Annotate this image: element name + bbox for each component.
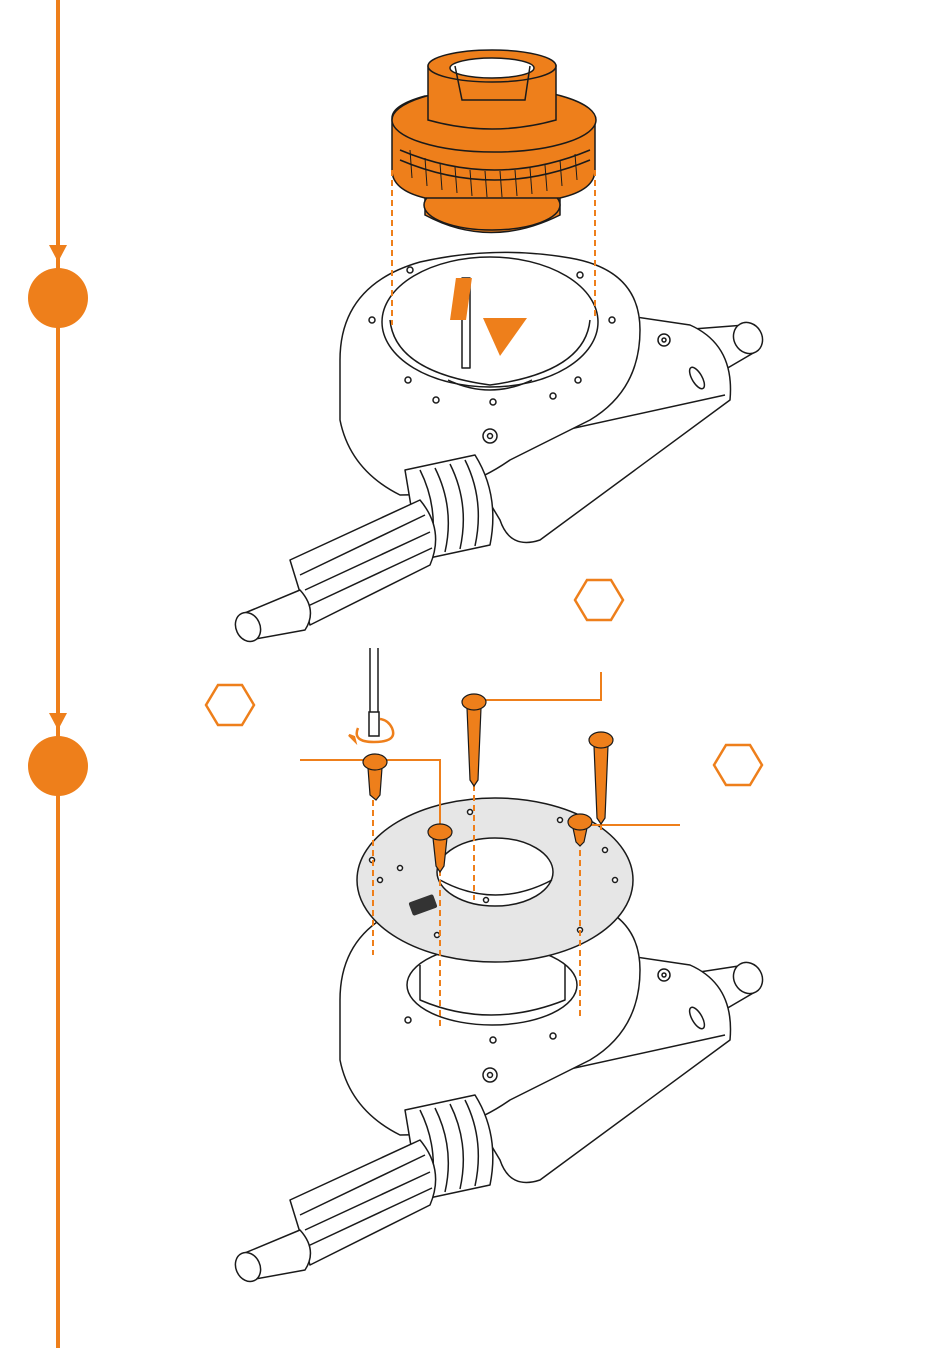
screw <box>462 694 486 786</box>
down-arrow-icon <box>49 713 67 730</box>
step-dot-icon <box>28 268 88 328</box>
timeline <box>28 0 88 1348</box>
step-dot-icon <box>28 736 88 796</box>
hex-callout-icon <box>575 580 623 620</box>
worm-gear <box>392 50 596 233</box>
step-1-illustration <box>231 50 768 646</box>
step-2-illustration <box>206 648 768 1286</box>
screw <box>363 754 387 800</box>
gearbox-housing <box>231 252 768 645</box>
hex-callout-icon <box>206 685 254 725</box>
screwdriver-icon <box>369 648 379 736</box>
down-arrow-icon <box>49 245 67 262</box>
hex-callout-icon <box>714 745 762 785</box>
screw <box>589 732 613 824</box>
